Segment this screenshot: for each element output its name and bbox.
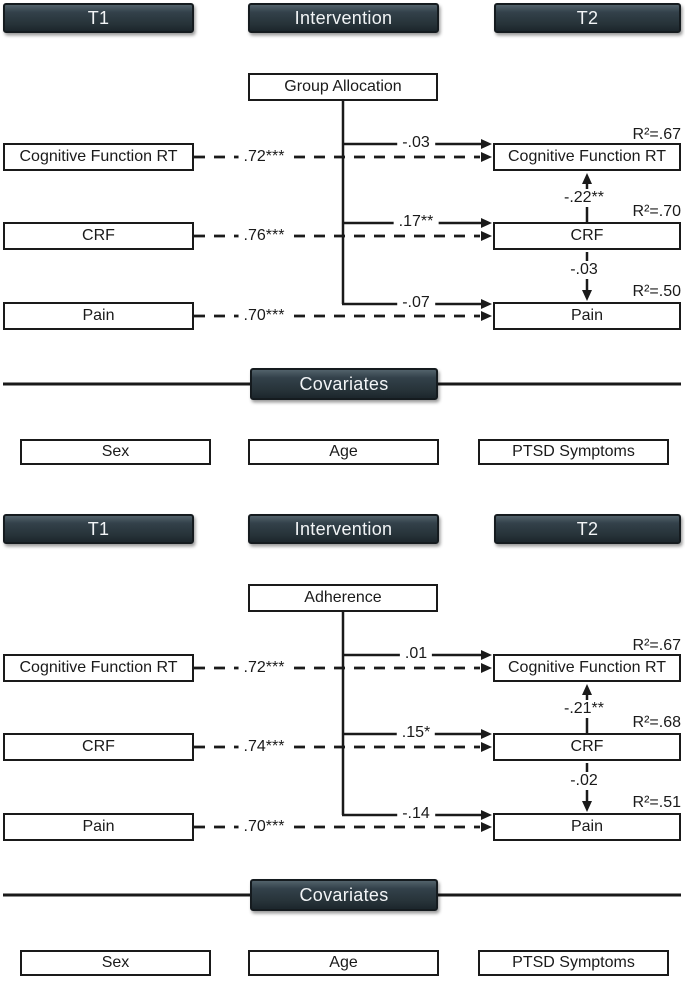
- covariate-age-box: Age: [248, 439, 439, 465]
- covariates-header-label: Covariates: [299, 373, 389, 394]
- header-intervention: Intervention: [248, 3, 439, 33]
- intervention-effect-coefficient: -.03: [397, 134, 435, 152]
- header-intervention-label: Intervention: [294, 7, 393, 28]
- intervention-effect-coefficient: .17**: [393, 213, 439, 231]
- covariates-header: Covariates: [250, 879, 438, 911]
- t2-cognitive-function-box: Cognitive Function RT: [493, 654, 681, 682]
- t1-crf-label: CRF: [82, 738, 115, 755]
- header-t1-label: T1: [87, 518, 110, 539]
- stability-coefficient: .76***: [238, 227, 290, 245]
- stability-coefficient: .74***: [238, 738, 290, 756]
- t2-cognitive-function-label: Cognitive Function RT: [508, 659, 666, 676]
- stability-coefficient: .70***: [238, 818, 290, 836]
- covariate-age-label: Age: [329, 443, 358, 460]
- t1-crf-box: CRF: [3, 733, 194, 761]
- panel-adherence-model: T1 Intervention T2 Adherence Cognitive F…: [0, 511, 685, 983]
- panel-group-allocation-model: T1 Intervention T2 Group Allocation Cogn…: [0, 0, 685, 472]
- intervention-effect-coefficient: .01: [399, 645, 433, 663]
- t1-pain-box: Pain: [3, 302, 194, 330]
- t1-cognitive-function-box: Cognitive Function RT: [3, 654, 194, 682]
- stability-coefficient: .72***: [238, 659, 290, 677]
- covariate-ptsd-label: PTSD Symptoms: [512, 443, 635, 460]
- t2-pain-box: Pain: [493, 302, 681, 330]
- header-intervention-label: Intervention: [294, 518, 393, 539]
- t1-cognitive-function-box: Cognitive Function RT: [3, 143, 194, 171]
- t1-pain-label: Pain: [82, 307, 115, 324]
- header-t2: T2: [494, 3, 681, 33]
- t1-cognitive-function-label: Cognitive Function RT: [19, 659, 178, 676]
- t2-crf-box: CRF: [493, 222, 681, 250]
- covariate-sex-box: Sex: [20, 950, 211, 976]
- t2-pain-label: Pain: [570, 307, 604, 324]
- r-squared-pain: R²=.50: [632, 283, 681, 300]
- t2-crf-label: CRF: [570, 227, 604, 244]
- t2-crf-label: CRF: [570, 738, 604, 755]
- header-intervention: Intervention: [248, 514, 439, 544]
- t1-pain-label: Pain: [82, 818, 115, 835]
- covariate-age-box: Age: [248, 950, 439, 976]
- covariates-header-label: Covariates: [299, 884, 389, 905]
- t2-cognitive-function-box: Cognitive Function RT: [493, 143, 681, 171]
- intervention-variable-label: Group Allocation: [284, 78, 402, 95]
- header-t1: T1: [3, 3, 194, 33]
- covariate-sex-box: Sex: [20, 439, 211, 465]
- intervention-variable-label: Adherence: [304, 589, 382, 606]
- intervention-effect-coefficient: -.14: [397, 805, 435, 823]
- header-t2-label: T2: [576, 518, 599, 539]
- covariates-header: Covariates: [250, 368, 438, 400]
- header-t2: T2: [494, 514, 681, 544]
- r-squared-crf: R²=.68: [632, 714, 681, 731]
- covariate-ptsd-box: PTSD Symptoms: [478, 439, 669, 465]
- intervention-variable-box: Group Allocation: [248, 73, 438, 101]
- cross-path-coefficient: -.22**: [558, 189, 610, 207]
- t2-crf-box: CRF: [493, 733, 681, 761]
- cross-path-coefficient: -.21**: [558, 700, 610, 718]
- t1-cognitive-function-label: Cognitive Function RT: [19, 148, 178, 165]
- t1-crf-label: CRF: [82, 227, 115, 244]
- covariate-ptsd-box: PTSD Symptoms: [478, 950, 669, 976]
- t1-crf-box: CRF: [3, 222, 194, 250]
- cross-path-coefficient: -.03: [565, 261, 603, 279]
- covariate-ptsd-label: PTSD Symptoms: [512, 954, 635, 971]
- intervention-effect-coefficient: -.07: [397, 294, 435, 312]
- stability-coefficient: .72***: [238, 148, 290, 166]
- r-squared-cognitive-function: R²=.67: [632, 126, 681, 143]
- header-t2-label: T2: [576, 7, 599, 28]
- t1-pain-box: Pain: [3, 813, 194, 841]
- stability-coefficient: .70***: [238, 307, 290, 325]
- t2-pain-label: Pain: [570, 818, 604, 835]
- covariate-sex-label: Sex: [101, 954, 130, 971]
- covariate-age-label: Age: [329, 954, 358, 971]
- intervention-variable-box: Adherence: [248, 584, 438, 612]
- r-squared-pain: R²=.51: [632, 794, 681, 811]
- t2-pain-box: Pain: [493, 813, 681, 841]
- header-t1: T1: [3, 514, 194, 544]
- covariate-sex-label: Sex: [101, 443, 130, 460]
- header-t1-label: T1: [87, 7, 110, 28]
- r-squared-crf: R²=.70: [632, 203, 681, 220]
- cross-path-coefficient: -.02: [565, 772, 603, 790]
- r-squared-cognitive-function: R²=.67: [632, 637, 681, 654]
- t2-cognitive-function-label: Cognitive Function RT: [508, 148, 666, 165]
- intervention-effect-coefficient: .15*: [396, 724, 436, 742]
